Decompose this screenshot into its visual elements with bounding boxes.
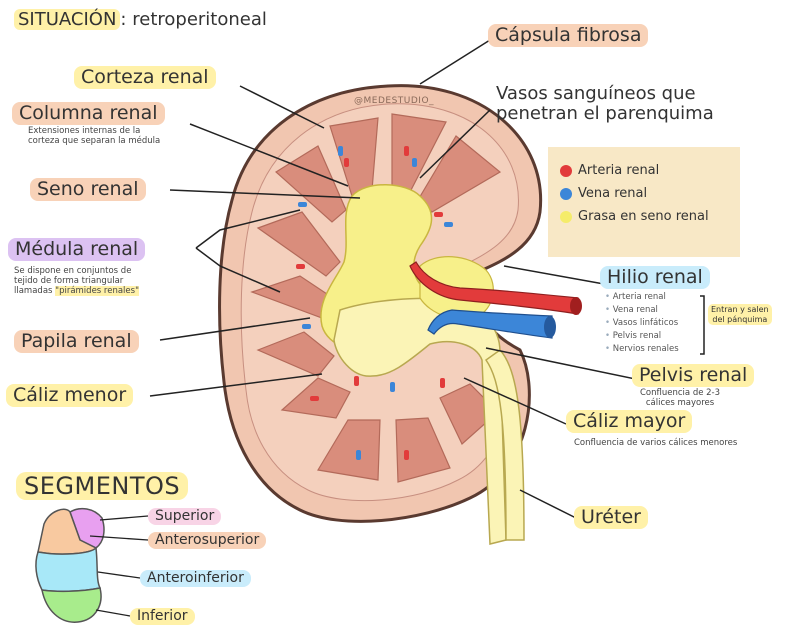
label-caliz-mayor: Cáliz mayor [566,410,692,433]
medula-desc-line-1: Se dispone en conjuntos de [14,266,139,276]
segment-label-anteroinferior: Anteroinferior [140,570,251,587]
situacion-sep: : [120,9,126,30]
columna-desc: Extensiones internas de la corteza que s… [28,126,160,146]
label-papila: Papila renal [14,330,139,353]
label-pelvis: Pelvis renal [632,364,754,387]
pelvis-desc-line-1: Confluencia de 2-3 [640,388,720,398]
label-vasos-line-1: Vasos sanguíneos que [496,84,714,104]
legend-label: Grasa en seno renal [578,209,709,224]
watermark: @MEDESTUDIO_ [354,96,434,106]
columna-desc-line-1: Extensiones internas de la [28,126,160,136]
renal-artery-lumen [570,297,582,315]
label-capsula: Cápsula fibrosa [488,24,648,47]
blue-dot-icon [560,188,572,200]
label-hilio: Hilio renal [600,266,710,289]
legend-item-vena: Vena renal [560,186,647,201]
situacion-value: retroperitoneal [132,9,267,30]
segment-anteroinferior [36,548,100,591]
segment-inferior [42,588,101,622]
legend-label: Vena renal [578,186,647,201]
medula-desc: Se dispone en conjuntos de tejido de for… [14,266,139,297]
label-seno: Seno renal [30,178,146,201]
medula-desc-highlight: "pirámides renales" [55,286,139,296]
hilio-note: Entran y salen del pánquima [708,304,772,325]
hilio-note-line-1: Entran y salen [711,305,769,315]
label-vasos: Vasos sanguíneos que penetran el parenqu… [496,84,714,124]
yellow-dot-icon [560,211,572,223]
medula-desc-line-3: llamadas "pirámides renales" [14,286,139,296]
label-caliz-menor: Cáliz menor [6,384,133,407]
columna-desc-line-2: corteza que separan la médula [28,136,160,146]
legend-item-arteria: Arteria renal [560,163,659,178]
label-medula: Médula renal [8,238,145,261]
hilio-item: Arteria renal [605,291,679,304]
medula-desc-line-2: tejido de forma triangular [14,276,139,286]
label-columna: Columna renal [12,102,165,125]
situacion-key: SITUACIÓN [14,9,120,30]
pelvis-desc: Confluencia de 2-3 cálices mayores [640,388,720,408]
segment-label-anterosuperior: Anterosuperior [148,532,266,549]
renal-vein-lumen [544,316,556,338]
legend-label: Arteria renal [578,163,659,178]
segments-kidney [36,509,104,623]
segmentos-title: SEGMENTOS [16,472,188,500]
medula-desc-line-3-pre: llamadas [14,286,55,296]
hilio-item: Pelvis renal [605,330,679,343]
label-corteza: Corteza renal [74,66,216,89]
red-dot-icon [560,165,572,177]
hilio-item: Vena renal [605,304,679,317]
legend-item-grasa: Grasa en seno renal [560,209,709,224]
segment-label-inferior: Inferior [130,608,195,625]
label-vasos-line-2: penetran el parenquima [496,104,714,124]
pelvis-desc-line-2: cálices mayores [640,398,720,408]
label-ureter: Uréter [574,506,648,529]
hilio-list: Arteria renal Vena renal Vasos linfático… [605,291,679,356]
segment-label-superior: Superior [148,508,221,525]
hilio-item: Vasos linfáticos [605,317,679,330]
caliz-mayor-desc: Confluencia de varios cálices menores [574,438,737,448]
hilio-note-line-2: del pánquima [711,315,769,325]
situacion-title: SITUACIÓN: retroperitoneal [14,10,267,30]
hilio-item: Nervios renales [605,343,679,356]
